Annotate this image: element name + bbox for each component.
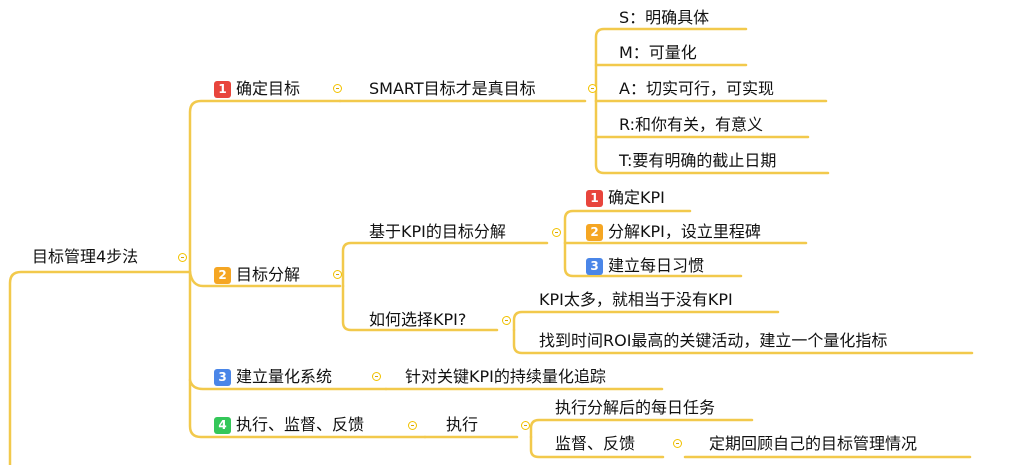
branch-label: 建立量化系统 — [236, 367, 333, 386]
smart-item-m[interactable]: M：可量化 — [619, 43, 697, 63]
priority-badge: 4 — [214, 417, 231, 434]
leaf-label: 建立每日习惯 — [608, 256, 705, 275]
collapse-icon[interactable] — [408, 421, 417, 430]
leaf-label: 分解KPI，设立里程碑 — [608, 222, 761, 241]
collapse-icon[interactable] — [372, 372, 381, 381]
leaf-label: 监督、反馈 — [555, 434, 636, 453]
leaf-label: 执行分解后的每日任务 — [555, 398, 716, 417]
kpi-item-1[interactable]: 1 确定KPI — [586, 188, 665, 208]
leaf-label: A：切实可行，可实现 — [619, 79, 774, 98]
quantify-tracking-node[interactable]: 针对关键KPI的持续量化追踪 — [405, 367, 606, 387]
collapse-icon[interactable] — [502, 316, 511, 325]
execute-item-1[interactable]: 执行分解后的每日任务 — [555, 398, 715, 418]
review-node[interactable]: 定期回顾自己的目标管理情况 — [709, 434, 917, 454]
collapse-icon[interactable] — [333, 84, 342, 93]
kpi-breakdown-node[interactable]: 基于KPI的目标分解 — [369, 222, 506, 242]
collapse-icon[interactable] — [178, 253, 187, 262]
branch-label: 执行、监督、反馈 — [236, 415, 365, 434]
branch-4-node[interactable]: 4 执行、监督、反馈 — [214, 415, 364, 435]
node-label: 针对关键KPI的持续量化追踪 — [405, 367, 606, 386]
node-label: 基于KPI的目标分解 — [369, 222, 506, 241]
choose-kpi-item-2[interactable]: 找到时间ROI最高的关键活动，建立一个量化指标 — [539, 331, 887, 351]
smart-item-a[interactable]: A：切实可行，可实现 — [619, 79, 774, 99]
collapse-icon[interactable] — [333, 270, 342, 279]
choose-kpi-node[interactable]: 如何选择KPI? — [369, 310, 466, 330]
branch-label: 确定目标 — [236, 79, 301, 98]
leaf-label: T:要有明确的截止日期 — [619, 151, 777, 170]
leaf-label: 找到时间ROI最高的关键活动，建立一个量化指标 — [539, 331, 888, 350]
collapse-icon[interactable] — [552, 228, 561, 237]
smart-node[interactable]: SMART目标才是真目标 — [369, 79, 536, 99]
node-label: 如何选择KPI? — [369, 310, 467, 329]
priority-badge: 1 — [214, 81, 231, 98]
node-label: SMART目标才是真目标 — [369, 79, 536, 98]
priority-badge: 2 — [586, 224, 603, 241]
root-label: 目标管理4步法 — [32, 247, 139, 266]
smart-item-r[interactable]: R:和你有关，有意义 — [619, 115, 763, 135]
branch-2-node[interactable]: 2 目标分解 — [214, 265, 300, 285]
branch-1-node[interactable]: 1 确定目标 — [214, 79, 300, 99]
priority-badge: 2 — [214, 267, 231, 284]
leaf-label: R:和你有关，有意义 — [619, 115, 764, 134]
smart-item-s[interactable]: S：明确具体 — [619, 8, 709, 28]
collapse-icon[interactable] — [588, 84, 597, 93]
root-node[interactable]: 目标管理4步法 — [32, 247, 138, 267]
execute-item-2[interactable]: 监督、反馈 — [555, 434, 635, 454]
branch-3-node[interactable]: 3 建立量化系统 — [214, 367, 332, 387]
branch-label: 目标分解 — [236, 265, 301, 284]
execute-node[interactable]: 执行 — [446, 415, 478, 435]
kpi-item-2[interactable]: 2 分解KPI，设立里程碑 — [586, 222, 761, 242]
smart-item-t[interactable]: T:要有明确的截止日期 — [619, 151, 776, 171]
priority-badge: 3 — [586, 258, 603, 275]
leaf-label: KPI太多，就相当于没有KPI — [539, 290, 733, 309]
kpi-item-3[interactable]: 3 建立每日习惯 — [586, 256, 704, 276]
leaf-label: 定期回顾自己的目标管理情况 — [709, 434, 918, 453]
node-label: 执行 — [446, 415, 479, 434]
priority-badge: 1 — [586, 190, 603, 207]
choose-kpi-item-1[interactable]: KPI太多，就相当于没有KPI — [539, 290, 733, 310]
priority-badge: 3 — [214, 369, 231, 386]
leaf-label: S：明确具体 — [619, 8, 710, 27]
collapse-icon[interactable] — [521, 421, 530, 430]
leaf-label: M：可量化 — [619, 43, 697, 62]
collapse-icon[interactable] — [673, 439, 682, 448]
leaf-label: 确定KPI — [608, 188, 665, 207]
